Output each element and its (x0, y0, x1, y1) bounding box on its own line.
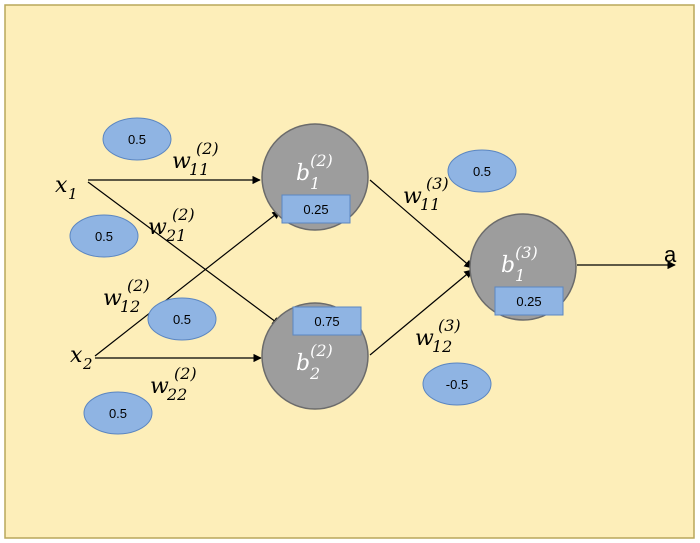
weight-superscript: (3) (426, 174, 449, 193)
bias-box (494, 286, 564, 316)
weight-subscript: 12 (432, 337, 452, 356)
weight-symbol: w (150, 374, 169, 399)
weight-label-w11-2: w 11 (2) (172, 139, 219, 179)
output-label: a (664, 242, 677, 267)
bias-value: 0.75 (314, 314, 339, 329)
input-subscript: 1 (68, 185, 78, 203)
svg-text:b(2): b(2) (296, 151, 333, 186)
neuron-b1-layer2: b(2) 1 0.25 (261, 123, 369, 231)
weight-symbol: w (148, 215, 167, 240)
bias-value: 0.25 (303, 202, 328, 217)
weight-symbol: w (172, 149, 191, 174)
weight-label-w21-2: w 21 (2) (148, 205, 195, 245)
weight-subscript: 22 (166, 385, 187, 404)
weight-superscript: (2) (196, 139, 219, 158)
weight-subscript: 12 (120, 297, 140, 316)
value-ellipse (447, 149, 517, 193)
weight-label-w12-2: w 12 (2) (103, 276, 150, 316)
input-x2: x 2 (70, 343, 93, 373)
node-subscript: 1 (515, 266, 525, 285)
connections (87, 175, 676, 363)
weight-subscript: 11 (420, 195, 440, 214)
input-symbol: x (70, 343, 83, 368)
value-ellipse (69, 214, 139, 258)
weight-subscript: 11 (189, 160, 209, 179)
node-symbol: b (296, 161, 310, 186)
value-ellipse (102, 117, 172, 161)
input-x1: x 1 (55, 173, 78, 203)
input-subscript: 2 (82, 355, 93, 373)
node-superscript: (2) (310, 341, 333, 360)
weight-value: 0.5 (128, 132, 146, 147)
node-symbol: b (501, 253, 515, 278)
weight-value-w21-2: 0.5 (69, 214, 139, 258)
node-symbol: b (296, 351, 310, 376)
svg-text:b(3): b(3) (501, 243, 538, 278)
weight-symbol: w (403, 184, 422, 209)
weight-symbol: w (415, 326, 434, 351)
edge-x2-to-b1-2 (94, 210, 281, 357)
weight-value-w22-2: 0.5 (83, 391, 153, 435)
weight-subscript: 21 (165, 226, 186, 245)
weight-value: 0.5 (473, 164, 491, 179)
weight-label-w12-3: w 12 (3) (415, 316, 461, 356)
node-superscript: (3) (515, 243, 538, 262)
weight-value: 0.5 (95, 229, 113, 244)
weight-superscript: (3) (438, 316, 461, 335)
node-subscript: 2 (309, 364, 320, 383)
diagram-background (4, 4, 695, 539)
weight-value-w11-3: 0.5 (447, 149, 517, 193)
input-symbol: x (55, 173, 68, 198)
weight-value-w12-3: -0.5 (422, 362, 492, 406)
weight-value-w11-2: 0.5 (102, 117, 172, 161)
weight-superscript: (2) (127, 276, 150, 295)
weight-superscript: (2) (172, 205, 195, 224)
bias-value: 0.25 (516, 294, 541, 309)
neuron-b1-layer3: b(3) 1 0.25 (469, 213, 577, 321)
edge-b2-2-to-b1-3 (369, 269, 473, 356)
node-superscript: (2) (310, 151, 333, 170)
weight-symbol: w (103, 286, 122, 311)
weight-value: 0.5 (173, 312, 191, 327)
weight-superscript: (2) (174, 364, 197, 383)
svg-text:b(2): b(2) (296, 341, 333, 376)
neuron-b2-layer2: 0.75 b(2) 2 (261, 302, 369, 410)
weight-value: 0.5 (109, 406, 127, 421)
value-ellipse (83, 391, 153, 435)
edge-b1-2-to-b1-3 (369, 179, 473, 269)
value-ellipse (147, 297, 217, 341)
weight-label-w22-2: w 22 (2) (150, 364, 197, 404)
edge-x1-to-b2-2 (87, 181, 281, 326)
weight-value: -0.5 (446, 377, 468, 392)
bias-box (281, 194, 351, 224)
bias-box (292, 306, 362, 336)
weight-label-w11-3: w 11 (3) (403, 174, 449, 214)
weight-value-w12-2: 0.5 (147, 297, 217, 341)
node-subscript: 1 (310, 174, 320, 193)
value-ellipse (422, 362, 492, 406)
